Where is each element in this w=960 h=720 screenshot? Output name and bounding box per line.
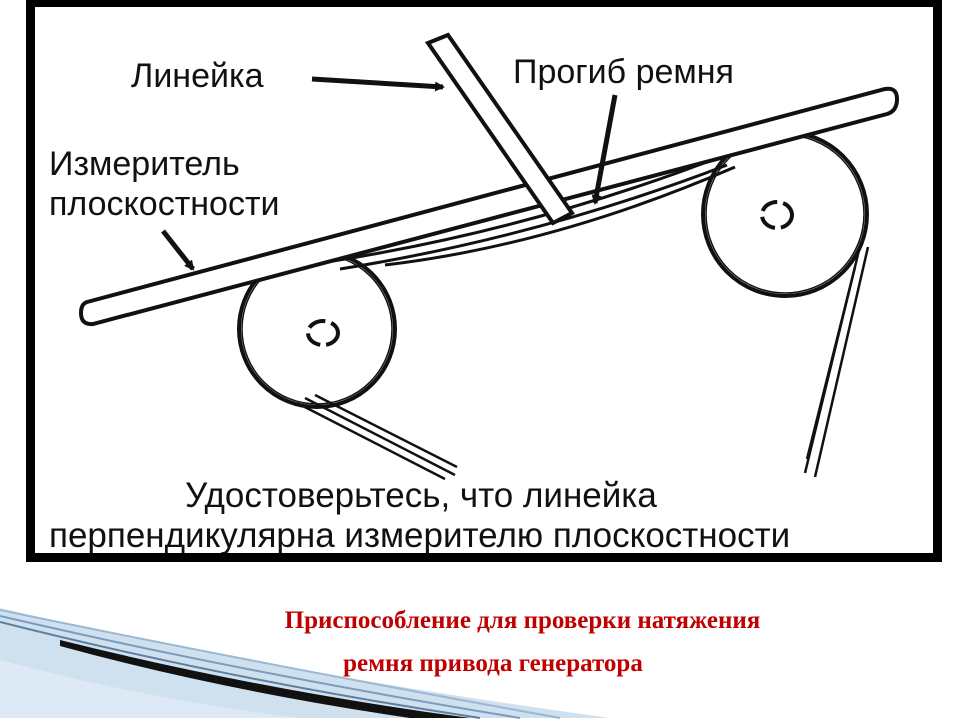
- belt-deflection-arrow: [591, 94, 618, 205]
- caption-line-2: ремня привода генератора: [343, 650, 643, 677]
- instruction-line-2: перпендикулярна измерителю плоскостности: [49, 516, 790, 555]
- belt-lower-left: [296, 393, 458, 481]
- label-belt-deflection: Прогиб ремня: [513, 53, 734, 91]
- corner-swoosh-decoration: [0, 608, 610, 719]
- flatness-gauge-arrow: [161, 229, 195, 271]
- flatness-gauge-bar: [78, 86, 900, 327]
- belt-right-run: [803, 241, 870, 478]
- ruler-stick: [424, 32, 575, 226]
- label-ruler: Линейка: [131, 57, 264, 95]
- belt-upper-span: [332, 153, 736, 271]
- label-flatness-gauge-line2: плоскостности: [49, 185, 280, 223]
- diagram-frame: Линейка Прогиб ремня Измеритель плоскост…: [26, 0, 942, 562]
- caption-line-1: Приспособление для проверки натяжения: [284, 607, 761, 634]
- ruler-arrow: [311, 76, 445, 92]
- label-flatness-gauge-line1: Измеритель: [49, 145, 240, 183]
- instruction-line-1: Удостоверьтесь, что линейка: [185, 476, 657, 515]
- belt-tension-diagram: Линейка Прогиб ремня Измеритель плоскост…: [49, 32, 900, 555]
